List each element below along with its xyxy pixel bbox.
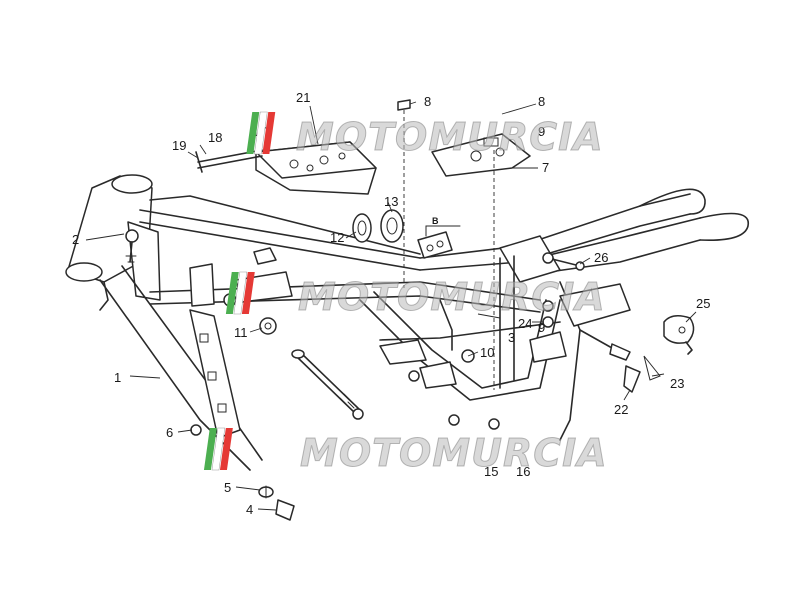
callout-6: 6: [166, 425, 173, 440]
callout-18: 18: [208, 130, 222, 145]
detail-b-block: B: [417, 216, 461, 259]
callout-7: 7: [542, 160, 549, 175]
watermark-stripe-green: [246, 112, 260, 154]
nut-9-right: [542, 300, 554, 312]
mount-plate-7: [431, 133, 531, 177]
callout-19: 19: [172, 138, 186, 153]
callout-numbers: 1 2 3 4 5 6 7 8 8 9 9 10 11 12 13 15 16 …: [72, 90, 710, 517]
callout-4: 4: [246, 502, 253, 517]
watermark-text: MOTOMURCIA: [298, 275, 606, 319]
nut-6: [190, 424, 202, 436]
watermark-bottom: MOTOMURCIA: [203, 427, 608, 476]
callout-13: 13: [384, 194, 398, 209]
callout-21: 21: [296, 90, 310, 105]
lever-22-23: [579, 329, 661, 393]
bolt-4-washer-5: [258, 485, 295, 521]
through-bolt: [291, 349, 364, 420]
callout-5: 5: [224, 480, 231, 495]
battery-tray: [255, 141, 377, 195]
tail-loop-upper: [639, 188, 706, 215]
watermark-text: MOTOMURCIA: [300, 431, 608, 475]
lock-25: [663, 315, 695, 355]
watermark-stripe-red: [262, 112, 276, 154]
watermark-stripe-green: [203, 428, 217, 470]
watermark-stripe-white: [254, 111, 268, 155]
callout-16: 16: [516, 464, 530, 479]
main-frame: [65, 174, 749, 471]
watermark-top: MOTOMURCIA: [246, 111, 604, 160]
head-gusset-plate: [127, 221, 161, 301]
callout-22: 22: [614, 402, 628, 417]
callout-9-right: 9: [538, 320, 545, 335]
steering-head-bottom: [65, 262, 103, 282]
watermark-stripe-white: [233, 271, 248, 315]
watermark-text: MOTOMURCIA: [296, 115, 604, 159]
steering-head-top: [111, 174, 153, 194]
leader-lines: [85, 101, 697, 511]
callout-1: 1: [114, 370, 121, 385]
callout-26: 26: [594, 250, 608, 265]
callout-2: 2: [72, 232, 79, 247]
callout-10: 10: [480, 345, 494, 360]
bolt-8-left: [397, 99, 411, 111]
callout-8-right: 8: [538, 94, 545, 109]
callout-3: 3: [508, 330, 515, 345]
detail-b-label: B: [432, 216, 439, 226]
callout-8-left: 8: [424, 94, 431, 109]
watermark-stripe-red: [241, 272, 255, 314]
down-tube-plate: [189, 309, 241, 439]
bolt-26: [542, 252, 585, 271]
upper-rear-tube: [419, 193, 691, 271]
callout-25: 25: [696, 296, 710, 311]
watermark-stripe-white: [211, 427, 226, 471]
callout-9-top: 9: [538, 124, 545, 139]
callout-11: 11: [234, 325, 248, 340]
rubber-grommets: [352, 209, 404, 243]
watermark-stripe-green: [225, 272, 239, 314]
bushing-11: [259, 317, 277, 335]
watermark-stripe-red: [219, 428, 233, 470]
steering-lock-2: [125, 229, 139, 263]
callout-15: 15: [484, 464, 498, 479]
top-tube: [139, 209, 421, 271]
callout-23: 23: [670, 376, 684, 391]
callout-12: 12: [330, 230, 344, 245]
watermark-middle: MOTOMURCIA: [225, 271, 606, 320]
tail-loop-lower: [699, 212, 749, 242]
callout-24: 24: [518, 316, 532, 331]
